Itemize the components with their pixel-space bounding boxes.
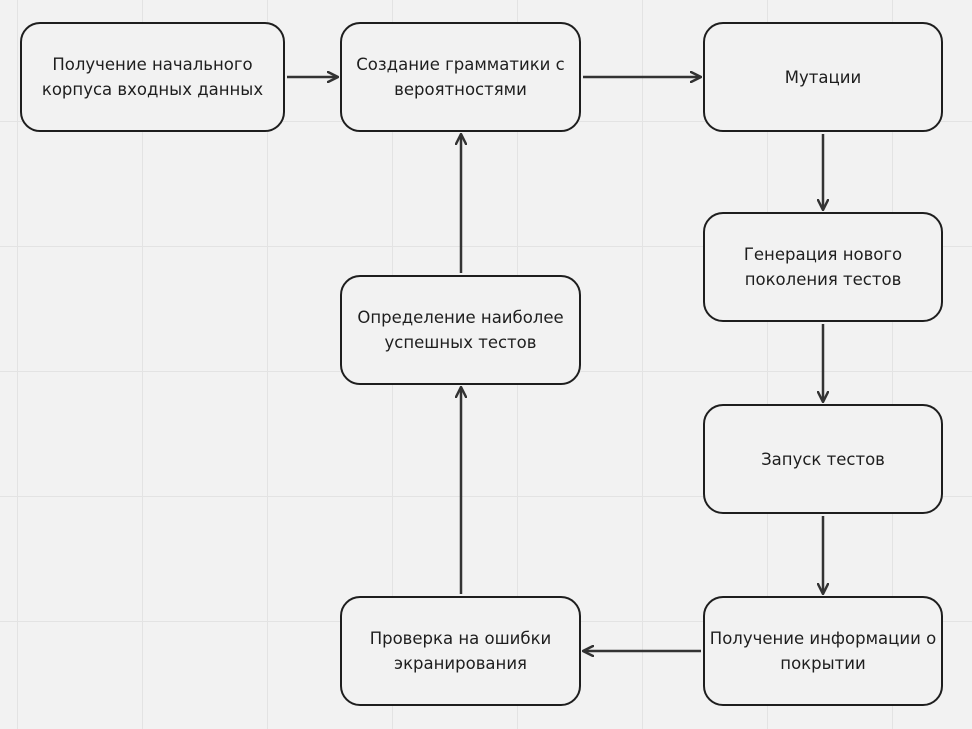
- edges-layer: [287, 77, 823, 651]
- node-mutations: Мутации: [703, 22, 943, 132]
- node-escaping-check-label: Проверка на ошибки экранирования: [369, 629, 552, 673]
- node-best-tests-label: Определение наиболее успешных тестов: [357, 308, 564, 352]
- node-escaping-check: Проверка на ошибки экранирования: [340, 596, 581, 706]
- node-best-tests: Определение наиболее успешных тестов: [340, 275, 581, 385]
- node-grammar-label: Создание грамматики с вероятностями: [356, 55, 565, 99]
- node-run-tests: Запуск тестов: [703, 404, 943, 514]
- node-mutations-label: Мутации: [784, 67, 862, 87]
- node-initial-corpus-label: Получение начального корпуса входных дан…: [41, 55, 264, 99]
- node-initial-corpus: Получение начального корпуса входных дан…: [20, 22, 285, 132]
- node-grammar: Создание грамматики с вероятностями: [340, 22, 581, 132]
- node-generation: Генерация нового поколения тестов: [703, 212, 943, 322]
- node-generation-label: Генерация нового поколения тестов: [743, 245, 903, 289]
- node-coverage: Получение информации о покрытии: [703, 596, 943, 706]
- node-run-tests-label: Запуск тестов: [761, 449, 885, 469]
- node-coverage-label: Получение информации о покрытии: [709, 629, 937, 673]
